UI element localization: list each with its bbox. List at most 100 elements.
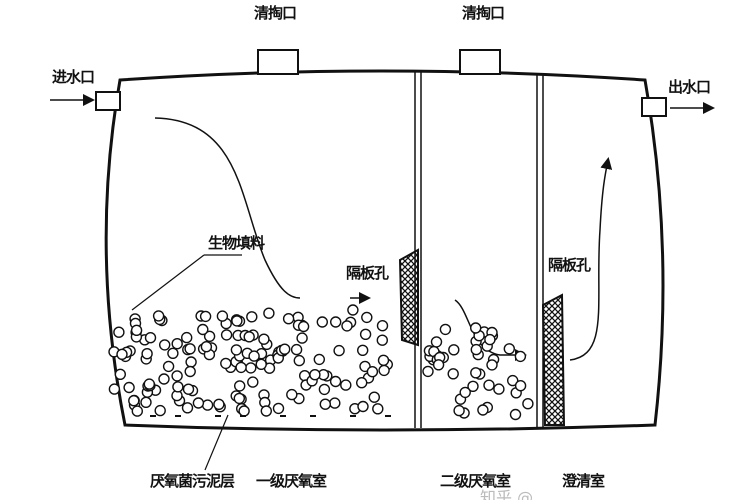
filler-ball <box>439 323 452 336</box>
filler-ball <box>484 333 496 346</box>
filler-ball <box>113 326 125 338</box>
cleanout-port-1 <box>257 49 299 75</box>
filler-ball <box>282 313 295 325</box>
label-clarifier: 澄清室 <box>562 472 605 490</box>
baffle-grid-1 <box>398 248 419 347</box>
label-outlet: 出水口 <box>668 78 711 96</box>
filler-ball <box>329 375 342 388</box>
filler-ball <box>493 383 505 395</box>
filler-ball <box>341 320 353 332</box>
filler-ball <box>503 343 515 355</box>
filler-ball <box>361 311 373 324</box>
baffle-grid-2 <box>541 293 566 426</box>
filler-ball <box>263 307 275 319</box>
filler-ball <box>162 360 175 373</box>
filler-ball <box>453 404 465 417</box>
filler-ball <box>483 379 495 391</box>
filler-ball <box>329 397 341 409</box>
filler-ball <box>272 402 285 415</box>
filler-ball <box>372 403 384 415</box>
label-bio-filler: 生物填料 <box>208 234 265 252</box>
filler-ball <box>247 376 259 388</box>
filler-ball <box>108 383 121 395</box>
label-baffle-hole-2: 隔板孔 <box>548 256 591 274</box>
inlet-pipe <box>95 91 121 111</box>
filler-ball <box>171 370 183 382</box>
bio-filler-balls <box>108 304 534 421</box>
label-sludge-layer: 厌氧菌污泥层 <box>150 472 235 490</box>
filler-ball <box>184 343 196 355</box>
filler-ball <box>447 368 459 380</box>
filler-ball <box>243 331 255 343</box>
filler-ball <box>377 354 390 366</box>
filler-ball <box>486 359 498 371</box>
filler-ball <box>368 391 380 403</box>
partition-1 <box>414 72 422 428</box>
filler-ball <box>316 316 328 328</box>
label-inlet: 进水口 <box>52 68 95 86</box>
filler-ball <box>235 361 247 374</box>
filler-ball <box>233 392 246 405</box>
filler-ball <box>114 368 127 380</box>
filler-ball <box>347 304 359 316</box>
filler-ball <box>470 343 482 356</box>
filler-ball <box>116 348 128 360</box>
label-baffle-hole-1: 隔板孔 <box>346 264 389 282</box>
label-cleanout-2: 清掏口 <box>462 4 505 22</box>
watermark: 知乎 @ <box>480 488 534 500</box>
filler-ball <box>182 383 195 395</box>
flow-arrow-1 <box>154 117 301 299</box>
filler-ball <box>130 324 143 336</box>
filler-ball <box>140 396 152 408</box>
filler-ball <box>199 310 212 323</box>
filler-ball <box>158 339 171 351</box>
filler-ball <box>318 383 331 396</box>
filler-ball <box>184 365 196 378</box>
filler-ball <box>233 380 246 392</box>
filler-ball <box>220 357 232 370</box>
partition-2 <box>536 74 544 428</box>
filler-ball <box>131 405 144 417</box>
filler-ball <box>246 311 258 323</box>
filler-ball <box>181 402 194 414</box>
filler-ball <box>286 388 298 401</box>
cleanout-port-2 <box>459 49 501 75</box>
filler-ball <box>245 362 257 374</box>
filler-ball <box>203 330 216 342</box>
filler-ball <box>333 344 345 357</box>
filler-ball <box>422 365 434 378</box>
filler-ball <box>230 344 243 356</box>
filler-ball <box>297 320 310 333</box>
filler-ball <box>357 344 369 356</box>
filler-ball <box>197 323 209 336</box>
flow-arrow-3 <box>569 157 613 361</box>
filler-ball <box>171 338 183 350</box>
filler-ball <box>357 400 369 413</box>
filler-ball <box>279 343 291 355</box>
filler-ball <box>509 408 522 421</box>
filler-ball <box>158 373 170 385</box>
filler-ball <box>167 347 179 359</box>
filler-ball <box>313 353 325 366</box>
filler-ball <box>470 322 482 334</box>
filler-ball <box>448 344 460 356</box>
filler-ball <box>144 332 157 344</box>
filler-ball <box>192 397 205 409</box>
filler-ball <box>172 381 184 393</box>
filler-ball <box>432 359 445 371</box>
filler-ball <box>231 315 243 327</box>
filler-ball <box>522 398 534 410</box>
filler-ball <box>260 405 272 417</box>
filler-ball <box>330 316 342 328</box>
filler-ball <box>216 310 229 322</box>
filler-ball <box>213 398 225 410</box>
filler-ball <box>366 366 379 378</box>
filler-ball <box>185 356 197 368</box>
filler-ball <box>200 341 213 353</box>
filler-ball <box>376 334 388 346</box>
filler-ball <box>201 399 214 411</box>
filler-ball <box>238 405 250 417</box>
filler-ball <box>296 332 308 344</box>
filler-ball <box>340 379 352 391</box>
